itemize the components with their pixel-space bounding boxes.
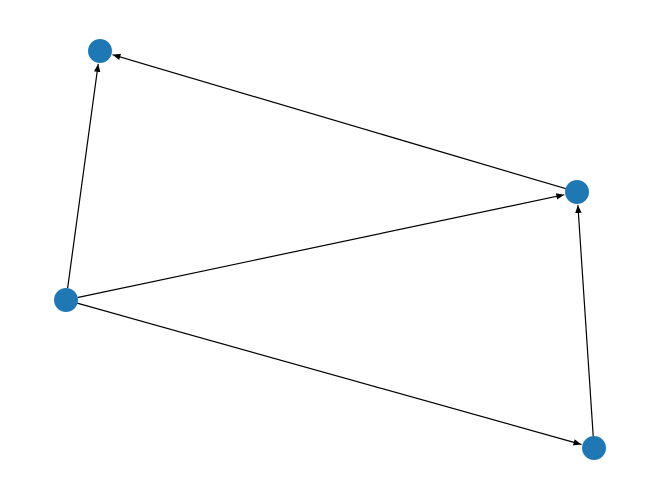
node-2: [54, 288, 78, 312]
edge-2-3: [77, 302, 582, 446]
edge-3-1: [575, 204, 594, 437]
edge-2-0: [67, 63, 101, 289]
node-1: [565, 180, 589, 204]
node-0: [88, 39, 112, 63]
node-3: [582, 436, 606, 460]
edge-2-1: [77, 193, 565, 299]
edges: [67, 53, 594, 446]
edge-1-0: [112, 53, 566, 190]
nodes: [54, 39, 606, 460]
